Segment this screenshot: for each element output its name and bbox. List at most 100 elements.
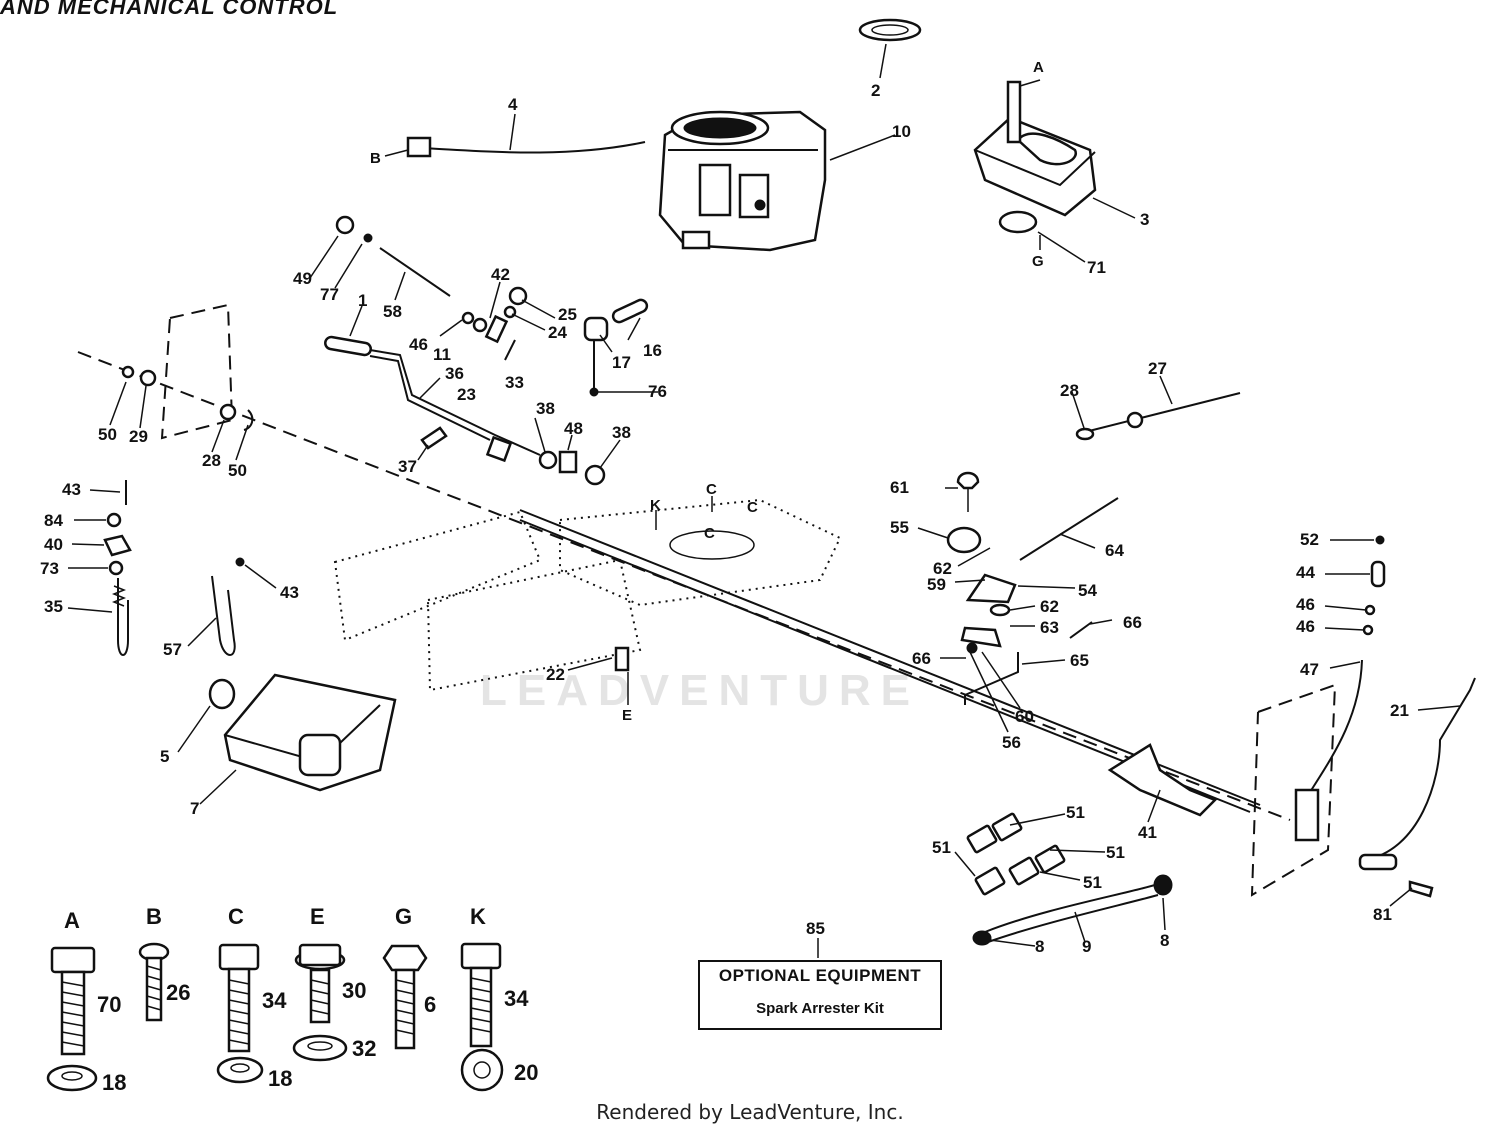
callout-41: 41 bbox=[1138, 823, 1157, 842]
muffler bbox=[973, 80, 1097, 217]
callout-11: 11 bbox=[433, 345, 451, 364]
letter-a: A bbox=[1033, 59, 1044, 76]
callout-66: 66 bbox=[1123, 613, 1142, 632]
callout-62b: 62 bbox=[1040, 597, 1059, 616]
letter-g: G bbox=[1032, 253, 1044, 270]
callout-65: 65 bbox=[1070, 651, 1089, 670]
callout-73: 73 bbox=[40, 559, 59, 578]
right-panel-outline bbox=[1250, 683, 1337, 897]
callout-47: 47 bbox=[1300, 660, 1319, 679]
callout-2: 2 bbox=[871, 81, 880, 100]
header-fragment: AND MECHANICAL CONTROL bbox=[0, 0, 339, 19]
clamp-ring bbox=[998, 210, 1038, 234]
leader-lines bbox=[67, 43, 1461, 958]
callout-49: 49 bbox=[293, 269, 312, 288]
callout-46c: 46 bbox=[1296, 617, 1315, 636]
clamp-8b bbox=[1153, 874, 1173, 896]
callout-16: 16 bbox=[643, 341, 662, 360]
rod-58 bbox=[379, 247, 451, 297]
engine-deck-plate bbox=[559, 498, 842, 607]
callout-77: 77 bbox=[320, 285, 339, 304]
hardware-e-bolt: 30 bbox=[342, 978, 366, 1003]
rod-27 bbox=[1084, 392, 1241, 433]
footer-credit: Rendered by LeadVenture, Inc. bbox=[596, 1100, 904, 1124]
callout-61: 61 bbox=[890, 478, 909, 497]
hardware-g-letter: G bbox=[395, 904, 412, 929]
spark-arrester-kit-label: Spark Arrester Kit bbox=[756, 1000, 884, 1017]
hardware-a-washer: 18 bbox=[102, 1070, 126, 1095]
hardware-legend bbox=[46, 942, 504, 1092]
hardware-b-bolt: 26 bbox=[166, 980, 190, 1005]
callout-50: 50 bbox=[98, 425, 117, 444]
callout-37: 37 bbox=[398, 457, 417, 476]
callout-52: 52 bbox=[1300, 530, 1319, 549]
callout-21: 21 bbox=[1390, 701, 1409, 720]
hardware-g-bolt: 6 bbox=[424, 992, 436, 1017]
callout-48: 48 bbox=[564, 419, 583, 438]
callout-60: 60 bbox=[1015, 707, 1034, 726]
hardware-c-washer: 18 bbox=[268, 1066, 292, 1091]
bracket-41 bbox=[1107, 743, 1218, 817]
brake-link-65 bbox=[964, 652, 1019, 705]
callout-51b: 51 bbox=[932, 838, 951, 857]
callout-1: 1 bbox=[358, 291, 367, 310]
letter-b: B bbox=[370, 150, 381, 167]
callout-63: 63 bbox=[1040, 618, 1059, 637]
callout-23: 23 bbox=[457, 385, 476, 404]
optional-equipment-title: OPTIONAL EQUIPMENT bbox=[718, 966, 922, 985]
engine bbox=[658, 110, 827, 252]
callout-24: 24 bbox=[548, 323, 567, 342]
callout-33: 33 bbox=[505, 373, 524, 392]
hardware-c-letter: C bbox=[228, 904, 244, 929]
callout-64: 64 bbox=[1105, 541, 1124, 560]
callout-8a: 8 bbox=[1035, 937, 1044, 956]
callout-36: 36 bbox=[445, 364, 464, 383]
spring-stack bbox=[103, 480, 132, 656]
cap-55 bbox=[946, 526, 982, 554]
letter-c3: C bbox=[704, 525, 715, 542]
rod-64 bbox=[1019, 497, 1119, 561]
callout-7: 7 bbox=[190, 799, 199, 818]
callout-66b: 66 bbox=[912, 649, 931, 668]
callout-35: 35 bbox=[44, 597, 63, 616]
callout-50b: 50 bbox=[228, 461, 247, 480]
callout-3: 3 bbox=[1140, 210, 1149, 229]
gasket bbox=[858, 18, 922, 42]
callout-numbers: 2 10 3 71 4 1 49 77 58 46 11 42 25 24 23… bbox=[40, 81, 1409, 956]
hardware-k-washer: 20 bbox=[514, 1060, 538, 1085]
optional-equipment-box: OPTIONAL EQUIPMENT Spark Arrester Kit bbox=[698, 960, 942, 1030]
callout-9: 9 bbox=[1082, 937, 1091, 956]
rod-57 bbox=[211, 575, 236, 656]
letter-c2: C bbox=[747, 499, 758, 516]
letter-c1: C bbox=[706, 481, 717, 498]
knob-49 bbox=[335, 215, 355, 235]
hardware-a-bolt: 70 bbox=[97, 992, 121, 1017]
bracket-17 bbox=[583, 316, 609, 342]
callout-76: 76 bbox=[648, 382, 667, 401]
clip-37 bbox=[420, 426, 448, 450]
callout-25: 25 bbox=[558, 305, 577, 324]
callout-58: 58 bbox=[383, 302, 402, 321]
callout-28b: 28 bbox=[1060, 381, 1079, 400]
pin-81 bbox=[1408, 880, 1434, 898]
left-panel-outline bbox=[160, 303, 234, 440]
callout-57: 57 bbox=[163, 640, 182, 659]
hose-9 bbox=[984, 884, 1156, 933]
callout-54: 54 bbox=[1078, 581, 1097, 600]
callout-46: 46 bbox=[409, 335, 428, 354]
hardware-a-letter: A bbox=[64, 908, 80, 933]
callout-51c: 51 bbox=[1106, 843, 1125, 862]
callout-10: 10 bbox=[892, 122, 911, 141]
battery-cap bbox=[208, 678, 236, 710]
callout-8b: 8 bbox=[1160, 931, 1169, 950]
callout-38b: 38 bbox=[612, 423, 631, 442]
hardware-e-letter: E bbox=[310, 904, 325, 929]
pads-51 bbox=[966, 812, 1066, 896]
callout-38: 38 bbox=[536, 399, 555, 418]
hardware-k-bolt: 34 bbox=[504, 986, 529, 1011]
callout-22: 22 bbox=[546, 665, 565, 684]
battery bbox=[223, 673, 397, 792]
reference-letters: A B G K C C C E bbox=[370, 59, 1044, 724]
callout-46b: 46 bbox=[1296, 595, 1315, 614]
callout-4: 4 bbox=[508, 95, 518, 114]
